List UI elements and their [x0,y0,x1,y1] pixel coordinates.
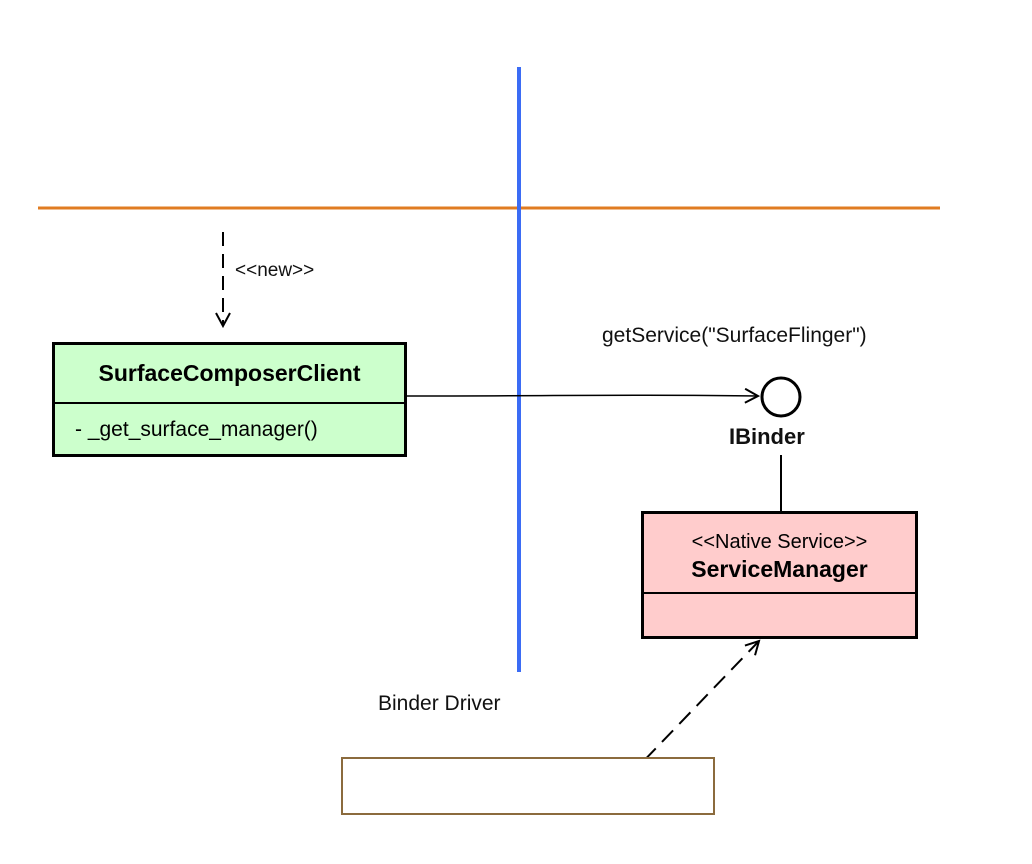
service-manager-class[interactable]: <<Native Service>> ServiceManager [641,511,918,639]
class-name: ServiceManager [644,554,915,594]
class-name: SurfaceComposerClient [55,345,404,404]
binder-driver-box[interactable] [341,757,715,815]
class-operation: - _get_surface_manager() [75,418,318,441]
new-stereotype-label: <<new>> [235,260,315,281]
ibinder-interface-circle [760,376,802,418]
get-service-call-label: getService("SurfaceFlinger") [602,324,867,347]
surface-composer-client-class[interactable]: SurfaceComposerClient - _get_surface_man… [52,342,407,457]
get-service-call-line [406,395,758,396]
class-stereotype: <<Native Service>> [691,531,868,553]
binder-driver-label: Binder Driver [378,692,501,715]
ibinder-interface-label: IBinder [729,424,805,449]
